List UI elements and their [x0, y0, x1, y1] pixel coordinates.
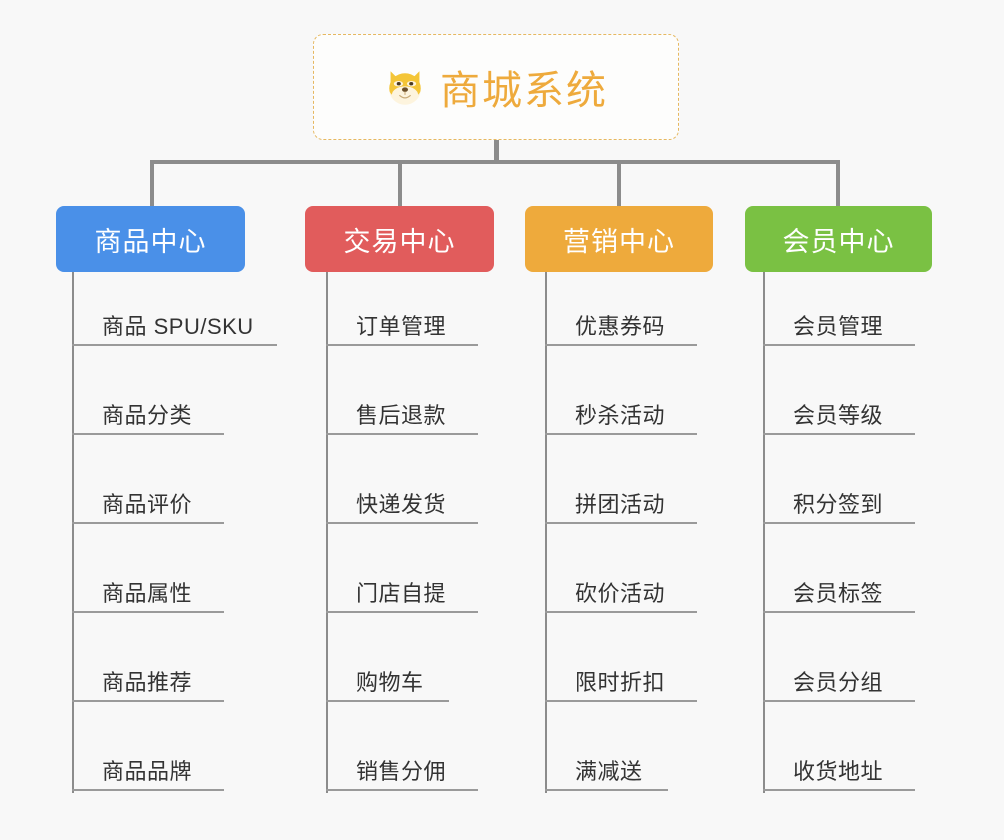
leaf-label: 限时折扣	[575, 670, 666, 695]
leaf-underline	[545, 789, 668, 791]
category-box[interactable]: 营销中心	[525, 206, 713, 272]
connector-drop-1	[150, 160, 154, 208]
leaf-label: 购物车	[356, 670, 424, 695]
leaf-label: 商品 SPU/SKU	[102, 314, 254, 339]
leaf-underline	[545, 522, 697, 524]
leaf-underline	[326, 344, 478, 346]
leaf-label: 商品属性	[102, 581, 193, 606]
branch-trunk-line	[545, 272, 547, 793]
leaf-underline	[72, 700, 224, 702]
leaf-underline	[326, 700, 449, 702]
category-box[interactable]: 交易中心	[305, 206, 494, 272]
leaf-label: 快递发货	[356, 492, 447, 517]
leaf-underline	[763, 611, 915, 613]
leaf-label: 商品推荐	[102, 670, 193, 695]
leaf-label: 拼团活动	[575, 492, 666, 517]
branch-trunk-line	[72, 272, 74, 793]
root-node-mall-system[interactable]: 商城系统	[313, 34, 679, 140]
connector-horizontal-bus	[150, 160, 840, 164]
root-title: 商城系统	[440, 69, 608, 113]
leaf-label: 销售分佣	[356, 759, 447, 784]
branch-trunk-line	[326, 272, 328, 793]
leaf-label: 商品分类	[102, 403, 193, 428]
category-box[interactable]: 会员中心	[745, 206, 932, 272]
leaf-label: 砍价活动	[575, 581, 666, 606]
leaf-underline	[545, 433, 697, 435]
leaf-label: 订单管理	[356, 314, 447, 339]
leaf-underline	[72, 522, 224, 524]
leaf-label: 商品品牌	[102, 759, 193, 784]
leaf-label: 会员标签	[793, 581, 884, 606]
leaf-underline	[763, 522, 915, 524]
leaf-label: 满减送	[575, 759, 643, 784]
leaf-underline	[763, 789, 915, 791]
leaf-label: 积分签到	[793, 492, 884, 517]
leaf-underline	[763, 344, 915, 346]
shiba-dog-face-icon	[384, 66, 426, 108]
connector-drop-4	[836, 160, 840, 208]
connector-drop-2	[398, 160, 402, 208]
leaf-label: 秒杀活动	[575, 403, 666, 428]
leaf-underline	[326, 611, 478, 613]
leaf-underline	[545, 611, 697, 613]
leaf-label: 优惠券码	[575, 314, 666, 339]
leaf-underline	[326, 789, 478, 791]
leaf-label: 商品评价	[102, 492, 193, 517]
leaf-underline	[763, 433, 915, 435]
connector-root-stem	[494, 140, 499, 164]
leaf-underline	[545, 344, 697, 346]
leaf-underline	[326, 522, 478, 524]
leaf-underline	[72, 433, 224, 435]
leaf-label: 售后退款	[356, 403, 447, 428]
leaf-underline	[326, 433, 478, 435]
leaf-underline	[72, 611, 224, 613]
leaf-label: 会员等级	[793, 403, 884, 428]
leaf-underline	[545, 700, 697, 702]
leaf-label: 会员分组	[793, 670, 884, 695]
leaf-label: 会员管理	[793, 314, 884, 339]
category-box[interactable]: 商品中心	[56, 206, 245, 272]
leaf-underline	[72, 344, 277, 346]
leaf-label: 收货地址	[793, 759, 884, 784]
branch-trunk-line	[763, 272, 765, 793]
leaf-underline	[763, 700, 915, 702]
connector-drop-3	[617, 160, 621, 208]
leaf-underline	[72, 789, 224, 791]
leaf-label: 门店自提	[356, 581, 447, 606]
